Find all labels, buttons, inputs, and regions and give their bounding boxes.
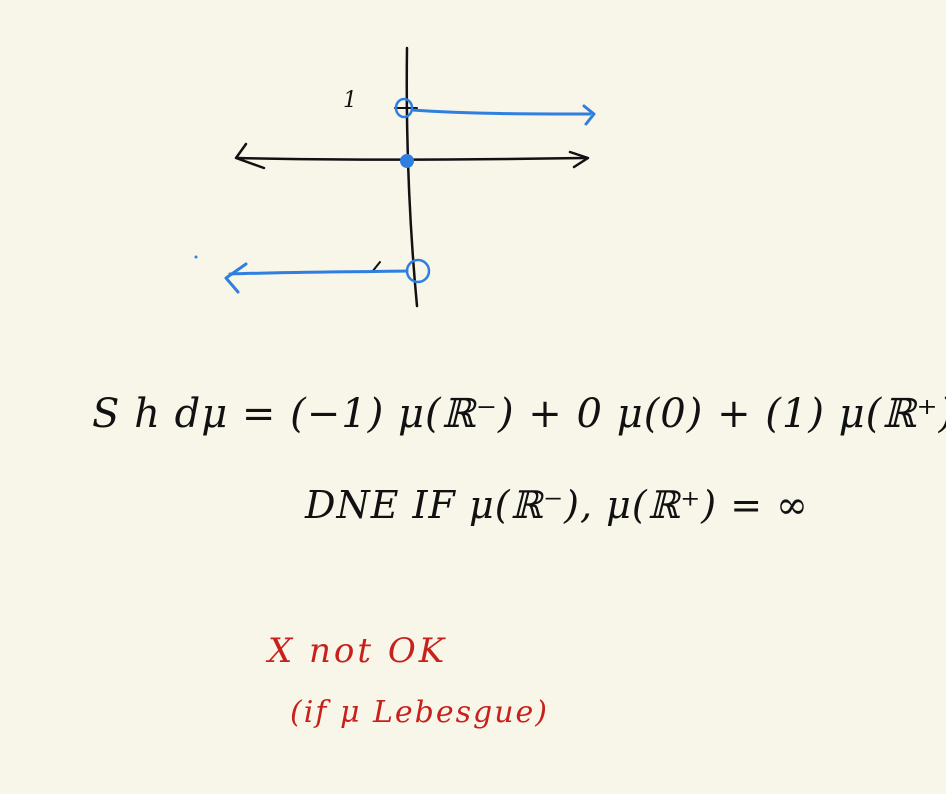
x-axis <box>236 156 587 161</box>
integral-equation: S h dμ = (−1) μ(ℝ⁻) + 0 μ(0) + (1) μ(ℝ⁺) <box>92 391 946 437</box>
x-axis-right-arrow <box>568 150 590 169</box>
upper-ray-arrow <box>582 104 596 126</box>
x-axis-left-arrow <box>234 142 266 170</box>
lower-ray-arrow <box>224 262 248 294</box>
not-ok-note: X not OK <box>268 631 448 671</box>
upper-ray <box>410 108 592 116</box>
stray-dot <box>194 255 198 259</box>
dne-condition: DNE IF μ(ℝ⁻), μ(ℝ⁺) = ∞ <box>305 483 809 527</box>
lebesgue-note: (if μ Lebesgue) <box>290 695 549 730</box>
tick-label-positive: 1 <box>343 88 359 113</box>
open-point-lower <box>405 258 431 284</box>
closed-point-origin <box>400 154 414 168</box>
lower-ray <box>228 269 409 276</box>
y-axis <box>405 46 419 308</box>
open-point-upper <box>394 97 414 119</box>
